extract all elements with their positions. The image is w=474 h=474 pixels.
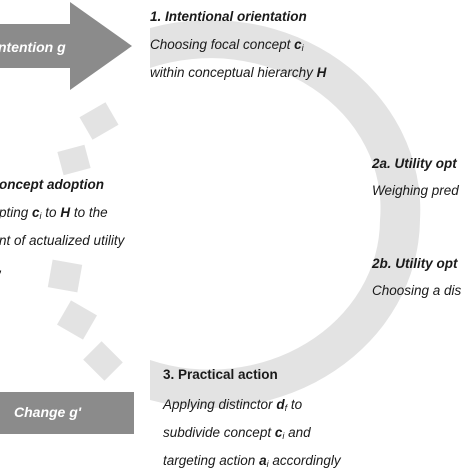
var-c: c	[274, 425, 283, 440]
var-a: a	[259, 453, 267, 468]
step4-title: oncept adoption	[0, 177, 104, 192]
step1-line2-text: within conceptual hierarchy	[150, 65, 317, 80]
goal-arrow	[0, 2, 132, 90]
cycle-ring-right-bottom	[150, 220, 420, 408]
cycle-dash	[83, 341, 123, 381]
step1-line1: Choosing focal concept ci	[150, 37, 304, 56]
step3-line1-text: Applying distinctor	[163, 397, 277, 412]
change-bar	[0, 392, 134, 434]
cycle-ring-top-right	[150, 20, 421, 221]
cycle-dash	[57, 300, 97, 340]
step4-line3: ,	[0, 260, 3, 276]
step1-title: 1. Intentional orientation	[150, 9, 307, 24]
var-c: c	[32, 205, 40, 220]
step4-line2: nt of actualized utility	[0, 233, 125, 248]
step2b-line1: Choosing a dis	[372, 283, 462, 298]
step2a-line1: Weighing pred	[372, 183, 459, 198]
cycle-dash	[79, 102, 119, 140]
sub-f: f	[284, 403, 288, 413]
sub-i: i	[282, 431, 285, 441]
step3-line3-text: targeting action	[163, 453, 260, 468]
step3-title: 3. Practical action	[163, 367, 278, 382]
change-label: Change g'	[14, 404, 82, 420]
var-c: c	[294, 37, 302, 52]
step3-line1: Applying distinctor df to	[163, 397, 302, 416]
sub-i: i	[39, 211, 42, 221]
step1-line1-text: Choosing focal concept	[150, 37, 295, 52]
step3-line2: subdivide concept ci and	[163, 425, 311, 444]
step4-line1-mid: to	[41, 205, 61, 220]
sub-i: i	[266, 459, 269, 469]
step3-line2-post: and	[284, 425, 311, 440]
var-H: H	[60, 205, 71, 220]
step3-line1-post: to	[287, 397, 303, 412]
cycle-dash	[47, 259, 83, 293]
step4-line1-post: to the	[70, 205, 108, 220]
step2a-title: 2a. Utility opt	[372, 156, 457, 171]
goal-arrow-label: ntention g	[0, 39, 66, 55]
sub-i: i	[301, 43, 304, 53]
step4-line1-text: pting	[0, 205, 33, 220]
step2b-title: 2b. Utility opt	[372, 256, 458, 271]
step4-line1: pting ci to H to the	[0, 205, 108, 224]
step1-line2: within conceptual hierarchy H	[150, 65, 326, 81]
cycle-dash	[57, 144, 91, 176]
var-d: d	[276, 397, 285, 412]
step3-line3-post: accordingly	[268, 453, 341, 468]
var-H: H	[316, 65, 327, 80]
step3-line3: targeting action ai accordingly	[163, 453, 341, 472]
step3-line2-text: subdivide concept	[163, 425, 275, 440]
